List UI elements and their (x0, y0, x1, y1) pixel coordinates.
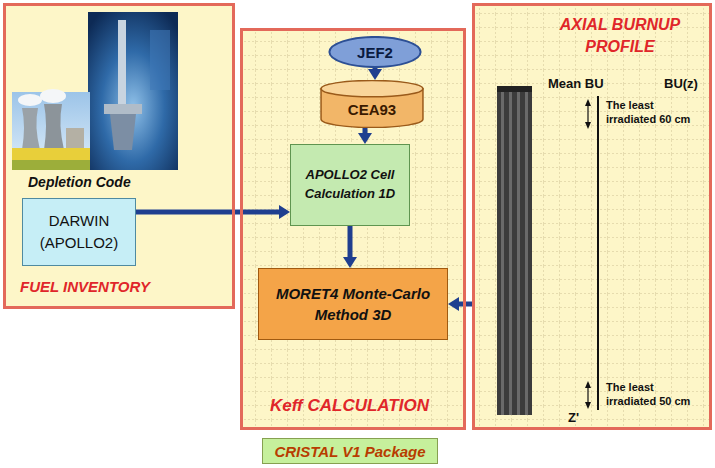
flow-arrow (136, 205, 290, 219)
arrowhead (448, 297, 459, 311)
calculation-panel: Keff CALCULATION JEF2CEA93APOLLO2 Cell Ca… (240, 28, 466, 430)
arrow-shaft (348, 226, 353, 259)
flow-arrow (358, 128, 372, 144)
arrowhead (368, 69, 382, 80)
process-box: MORET4 Monte-Carlo Method 3D (258, 268, 448, 340)
arrowhead (358, 133, 372, 144)
axis-label: The least irradiated 50 cm (606, 380, 696, 409)
node-text: DARWIN (APOLLO2) (29, 210, 129, 255)
input-panel: Depletion CodeFUEL INVENTORY DARWIN (APOL… (3, 3, 235, 309)
panel-heading: Keff CALCULATION (270, 396, 460, 416)
process-box: APOLLO2 Cell Calculation 1D (290, 144, 410, 226)
panel-heading: Depletion Code (28, 174, 208, 190)
panel-heading: FUEL INVENTORY (20, 278, 220, 295)
process-box: DARWIN (APOLLO2) (22, 198, 136, 266)
node-text: APOLLO2 Cell Calculation 1D (297, 166, 403, 204)
database-cylinder: CEA93 (320, 80, 424, 128)
panel-heading: AXIAL BURNUP PROFILE (540, 14, 700, 57)
arrowhead (279, 205, 290, 219)
fuel-assembly (497, 86, 532, 415)
axis-label: Z' (568, 410, 586, 425)
arrow-shaft (136, 210, 281, 215)
node-text: JEF2 (357, 44, 393, 61)
flow-arrow (448, 297, 472, 311)
flow-arrow (368, 68, 382, 80)
axis-label: BU(z) (664, 76, 710, 91)
pool-photo (88, 12, 178, 170)
arrowhead (343, 257, 357, 268)
power-plant-photo (12, 89, 90, 170)
library-ellipse: JEF2 (328, 36, 422, 68)
node-text: CEA93 (348, 101, 396, 118)
axis-label: The least irradiated 60 cm (606, 98, 696, 127)
node-text: MORET4 Monte-Carlo Method 3D (265, 283, 441, 325)
burnup-profile-line (585, 96, 598, 410)
package-box: CRISTAL V1 Package (262, 438, 438, 464)
axis-label: Mean BU (548, 76, 618, 91)
flow-arrow (343, 226, 357, 268)
profile-panel: AXIAL BURNUP PROFILE (472, 3, 712, 430)
node-text: CRISTAL V1 Package (274, 443, 425, 460)
panel-grounds (3, 3, 712, 430)
